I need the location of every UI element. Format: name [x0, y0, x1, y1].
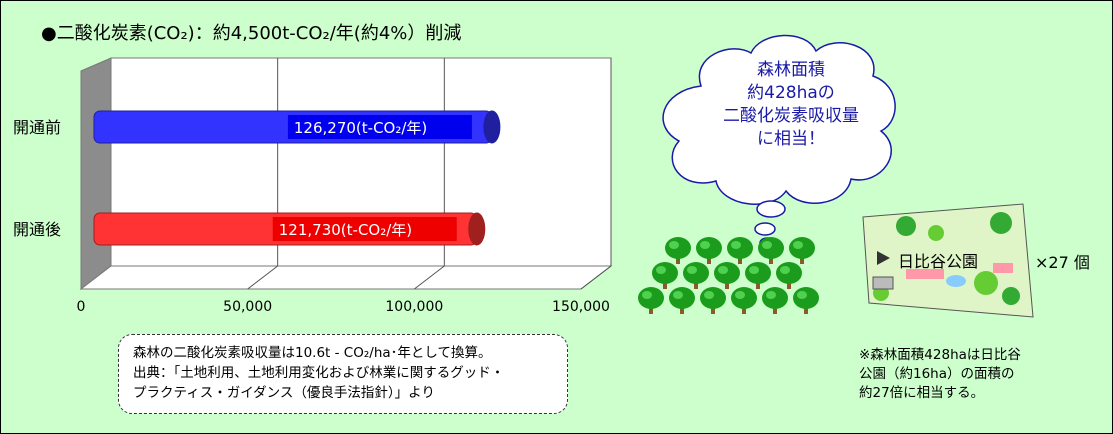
bar-end-cap [468, 212, 486, 246]
tree-icon [731, 287, 757, 314]
source-note: 森林の二酸化炭素吸収量は10.6t - CO₂/ha･年として換算。 出典：「土… [118, 334, 568, 414]
category-label: 開通前 [13, 118, 61, 137]
tree-icon [683, 262, 709, 289]
tree-icon [665, 237, 691, 264]
note-line: 森林の二酸化炭素吸収量は10.6t - CO₂/ha･年として換算。 [133, 345, 492, 361]
park-map-icon [862, 203, 1034, 318]
page-title: ●二酸化炭素(CO₂)：約4,500t-CO₂/年(約4%）削減 [41, 23, 462, 44]
x-tick-label: 50,000 [223, 299, 272, 315]
category-label: 開通後 [13, 220, 61, 239]
floor-grid-line [580, 265, 612, 290]
side-note: ※森林面積428haは日比谷 公園（約16ha）の面積の 約27倍に相当する。 [859, 346, 1021, 403]
forest [638, 237, 819, 314]
tree-icon [793, 287, 819, 314]
tree-icon [700, 287, 726, 314]
tree-icon [745, 262, 771, 289]
chart-floor [79, 265, 613, 290]
chart-side-wall [80, 57, 112, 291]
side-note-line: ※森林面積428haは日比谷 [859, 347, 1021, 363]
tree-icon [669, 287, 695, 314]
side-note-line: 約27倍に相当する。 [859, 385, 985, 401]
side-note-line: 公園（約16ha）の面積の [859, 366, 1015, 382]
cloud-line: 森林面積 [757, 60, 825, 80]
tree-icon [714, 262, 740, 289]
cloud-line: 二酸化炭素吸収量 [723, 106, 859, 126]
x-tick-label: 150,000 [552, 299, 610, 315]
bar-end-cap [483, 110, 501, 144]
x-tick-label: 100,000 [385, 299, 443, 315]
data-label-bg [287, 115, 472, 139]
cloud-icon [662, 34, 896, 249]
note-line: プラクティス・ガイダンス（優良手法指針）」より [133, 385, 435, 401]
tree-icon [789, 237, 815, 264]
play-marker-icon [877, 251, 890, 265]
tree-icon [758, 237, 784, 264]
floor-grid-line [414, 265, 445, 290]
tree-icon [762, 287, 788, 314]
x-tick-label: 0 [77, 299, 86, 315]
tree-icon [727, 237, 753, 264]
note-line: 出典：「土地利用、土地利用変化および林業に関するグッド・ [133, 365, 505, 381]
tree-icon [652, 262, 678, 289]
cloud-line: に相当！ [757, 129, 825, 149]
data-label-bg [272, 217, 457, 241]
park-multiplier: ×27 個 [1035, 253, 1090, 272]
cloud-message: 森林面積 約428haの 二酸化炭素吸収量 に相当！ [681, 59, 901, 151]
tree-icon [696, 237, 722, 264]
tree-icon [638, 287, 664, 314]
cloud-line: 約428haの [747, 83, 835, 103]
park-name: 日比谷公園 [898, 252, 979, 271]
floor-grid-line [247, 265, 278, 290]
data-label: 126,270(t-CO₂/年) [294, 119, 427, 137]
tree-icon [776, 262, 802, 289]
data-label: 121,730(t-CO₂/年) [279, 221, 412, 239]
